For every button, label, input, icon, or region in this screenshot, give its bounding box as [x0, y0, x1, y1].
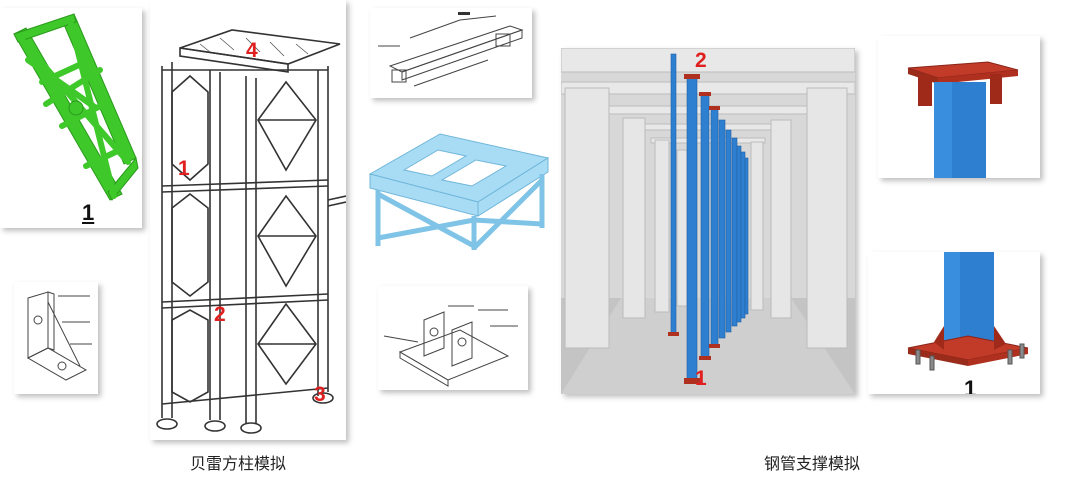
- base-plate-drawing: [383, 305, 518, 387]
- bracket-drawing: [26, 291, 92, 381]
- scene-label-bottom: 1: [695, 367, 707, 390]
- bailey-tower-panel: 4 1 2 3: [150, 0, 346, 440]
- tower-label-3: 3: [314, 383, 326, 406]
- pipe-scene-drawing: [561, 48, 855, 394]
- green-frame-panel: 1: [0, 8, 142, 228]
- base-plate-panel: 3: [378, 286, 528, 390]
- tower-label-2: 2: [214, 303, 226, 326]
- scene-label-top: 2: [695, 49, 707, 72]
- bottom-base-drawing: [907, 252, 1029, 371]
- bottom-base-label: 1: [964, 376, 977, 395]
- top-cap-panel: 2: [878, 36, 1040, 178]
- bottom-base-panel: 1: [868, 252, 1040, 394]
- top-frame-drawing: [368, 133, 550, 250]
- tower-label-4: 4: [246, 39, 258, 62]
- pipe-scene-panel: 2 1: [561, 48, 855, 394]
- top-cap-drawing: [907, 61, 1019, 178]
- green-frame-label: 1: [82, 200, 95, 225]
- bailey-tower-drawing: [156, 29, 346, 434]
- bracket-panel: 2: [14, 282, 98, 394]
- beam-panel: 5: [370, 8, 532, 98]
- top-frame-panel: 4: [356, 128, 556, 252]
- green-frame-drawing: [13, 13, 139, 201]
- tower-label-1: 1: [178, 157, 190, 180]
- beam-drawing: [378, 12, 524, 87]
- steel-pipe-caption: 钢管支撑模拟: [764, 454, 861, 473]
- bailey-column-caption: 贝雷方柱模拟: [190, 454, 287, 473]
